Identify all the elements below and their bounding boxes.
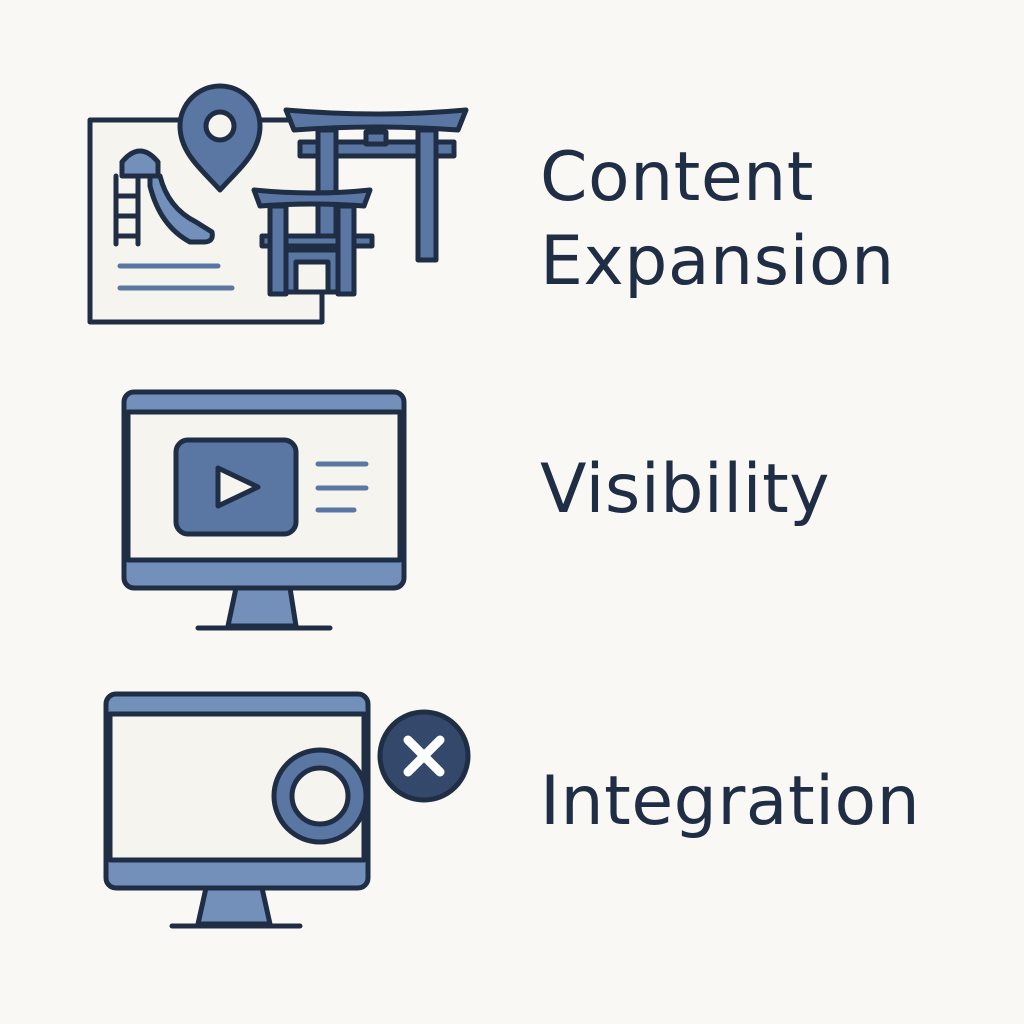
map-landmarks-icon bbox=[87, 83, 469, 325]
monitor-video-icon bbox=[121, 389, 407, 631]
content-expansion-label: Content Expansion bbox=[540, 138, 895, 301]
integration-label: Integration bbox=[540, 762, 921, 841]
visibility-label: Visibility bbox=[540, 450, 830, 529]
monitor-close-icon bbox=[103, 691, 471, 929]
